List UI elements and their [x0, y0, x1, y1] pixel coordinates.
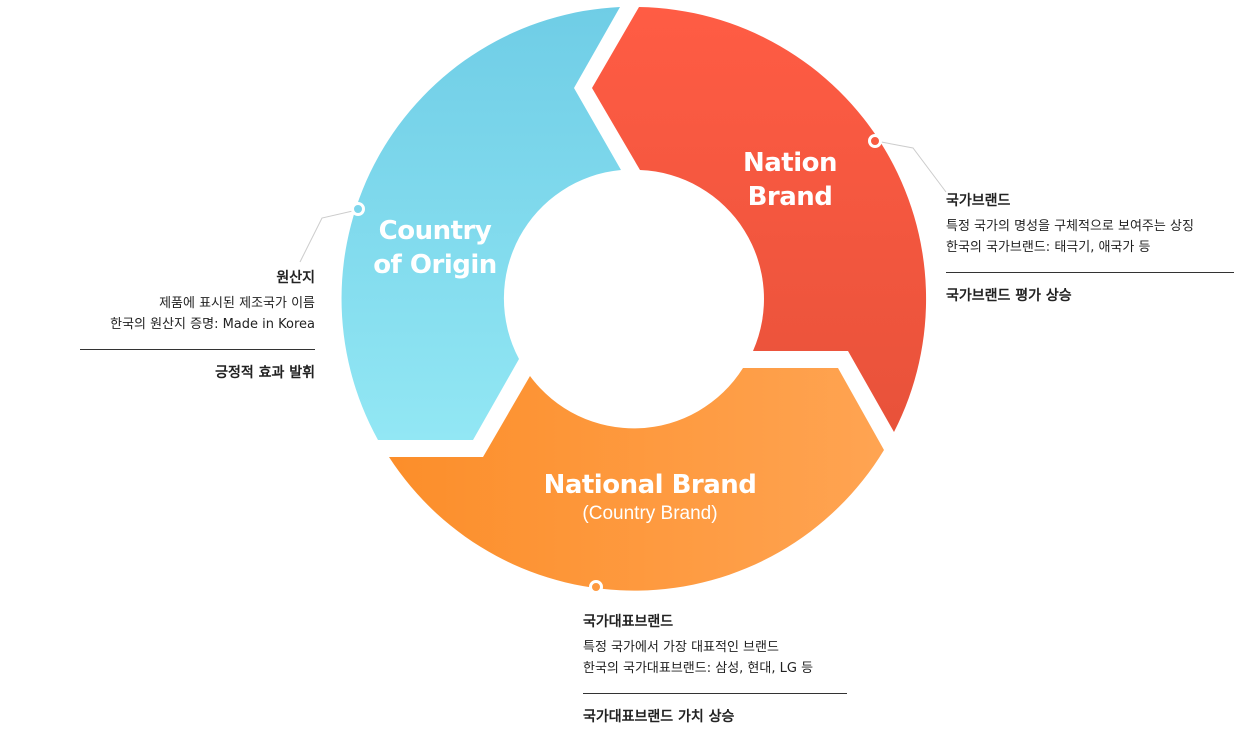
label-line: Brand	[747, 182, 833, 212]
annotation-line: 특정 국가에서 가장 대표적인 브랜드	[583, 640, 779, 655]
annotation-line: 한국의 국가브랜드: 태극기, 애국가 등	[946, 240, 1151, 255]
label-country-brand: (Country Brand)	[582, 503, 718, 524]
leader-line-nation	[875, 140, 947, 193]
marker-dot-nation	[868, 134, 882, 148]
annotation-origin: 원산지 제품에 표시된 제조국가 이름 한국의 원산지 증명: Made in …	[80, 268, 315, 384]
marker-dot-origin	[351, 202, 365, 216]
annotation-result: 국가대표브랜드 가치 상승	[583, 709, 735, 725]
segment-country-of-origin	[341, 7, 621, 440]
segment-nation-brand	[592, 7, 927, 432]
annotation-national: 국가대표브랜드 특정 국가에서 가장 대표적인 브랜드 한국의 국가대표브랜드:…	[583, 612, 847, 728]
annotation-title: 국가브랜드	[946, 193, 1011, 209]
label-line: of Origin	[373, 250, 497, 280]
annotation-title: 원산지	[276, 270, 315, 286]
annotation-line: 특정 국가의 명성을 구체적으로 보여주는 상징	[946, 219, 1194, 234]
annotation-line: 제품에 표시된 제조국가 이름	[159, 296, 315, 311]
annotation-nation: 국가브랜드 특정 국가의 명성을 구체적으로 보여주는 상징 한국의 국가브랜드…	[946, 191, 1234, 307]
annotation-line: 한국의 원산지 증명: Made in Korea	[110, 317, 315, 332]
divider	[583, 693, 847, 694]
label-nation-brand: Nation Brand	[742, 146, 838, 214]
label-country-of-origin: Country of Origin	[373, 214, 497, 282]
segment-national-brand	[389, 368, 884, 591]
label-line: Country	[378, 216, 492, 246]
divider	[80, 349, 315, 350]
annotation-line: 한국의 국가대표브랜드: 삼성, 현대, LG 등	[583, 661, 814, 676]
annotation-result: 국가브랜드 평가 상승	[946, 288, 1072, 304]
divider	[946, 272, 1234, 273]
leader-line-origin	[299, 209, 358, 263]
marker-dot-national	[589, 580, 603, 594]
annotation-title: 국가대표브랜드	[583, 614, 674, 630]
label-line: Nation	[742, 148, 838, 178]
annotation-result: 긍정적 효과 발휘	[215, 365, 315, 381]
label-national-brand: National Brand	[543, 470, 757, 500]
